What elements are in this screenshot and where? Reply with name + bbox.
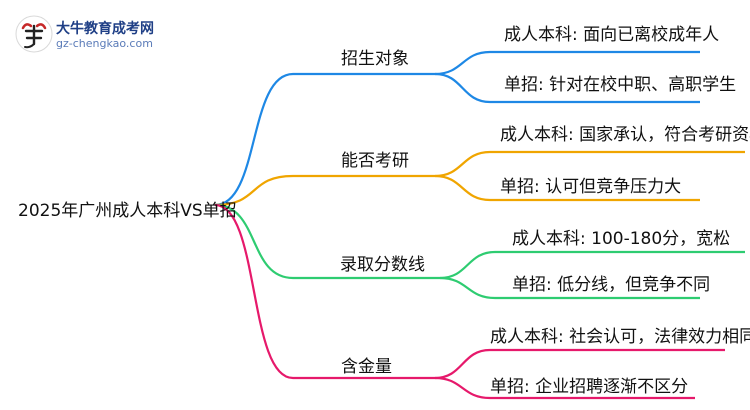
connector-postgrad-eligibility-leaf-2 xyxy=(434,174,700,202)
leaf-value-single: 单招: 企业招聘逐渐不区分 xyxy=(490,377,689,397)
leaf-postgrad-single: 单招: 认可但竞争压力大 xyxy=(500,177,682,197)
connector-root-target-audience xyxy=(214,72,435,207)
leaf-score-adult: 成人本科: 100-180分，宽松 xyxy=(512,229,731,249)
branch-postgrad-eligibility: 能否考研 xyxy=(341,151,409,171)
branch-admission-score: 录取分数线 xyxy=(340,255,425,275)
site-logo[interactable]: 大牛教育成考网 gz-chengkao.com xyxy=(14,14,164,54)
connector-root-postgrad-eligibility xyxy=(214,174,435,207)
logo-title: 大牛教育成考网 xyxy=(56,21,154,37)
connector-root-admission-score xyxy=(214,203,440,280)
leaf-target-audience-single: 单招: 针对在校中职、高职学生 xyxy=(504,75,737,95)
connector-target-audience-leaf-2 xyxy=(434,72,700,104)
mindmap-root-node: 2025年广州成人本科VS单招 xyxy=(18,201,237,221)
logo-url: gz-chengkao.com xyxy=(56,37,153,50)
leaf-score-single: 单招: 低分线，但竞争不同 xyxy=(512,275,711,295)
leaf-target-audience-adult: 成人本科: 面向已离校成年人 xyxy=(504,25,720,45)
connector-target-audience-leaf-1 xyxy=(434,50,700,76)
connector-admission-score-leaf-1 xyxy=(439,250,745,280)
leaf-value-adult: 成人本科: 社会认可，法律效力相同 xyxy=(490,327,750,347)
connector-admission-score-leaf-2 xyxy=(439,276,700,300)
branch-value: 含金量 xyxy=(341,357,392,377)
leaf-postgrad-adult: 成人本科: 国家承认，符合考研资格 xyxy=(500,125,750,145)
connector-root-value xyxy=(214,203,435,380)
connector-value-leaf-2 xyxy=(434,376,695,400)
connector-postgrad-eligibility-leaf-1 xyxy=(434,150,745,178)
connector-value-leaf-1 xyxy=(434,348,725,380)
branch-target-audience: 招生对象 xyxy=(341,49,409,69)
bull-logo-icon xyxy=(15,15,53,53)
